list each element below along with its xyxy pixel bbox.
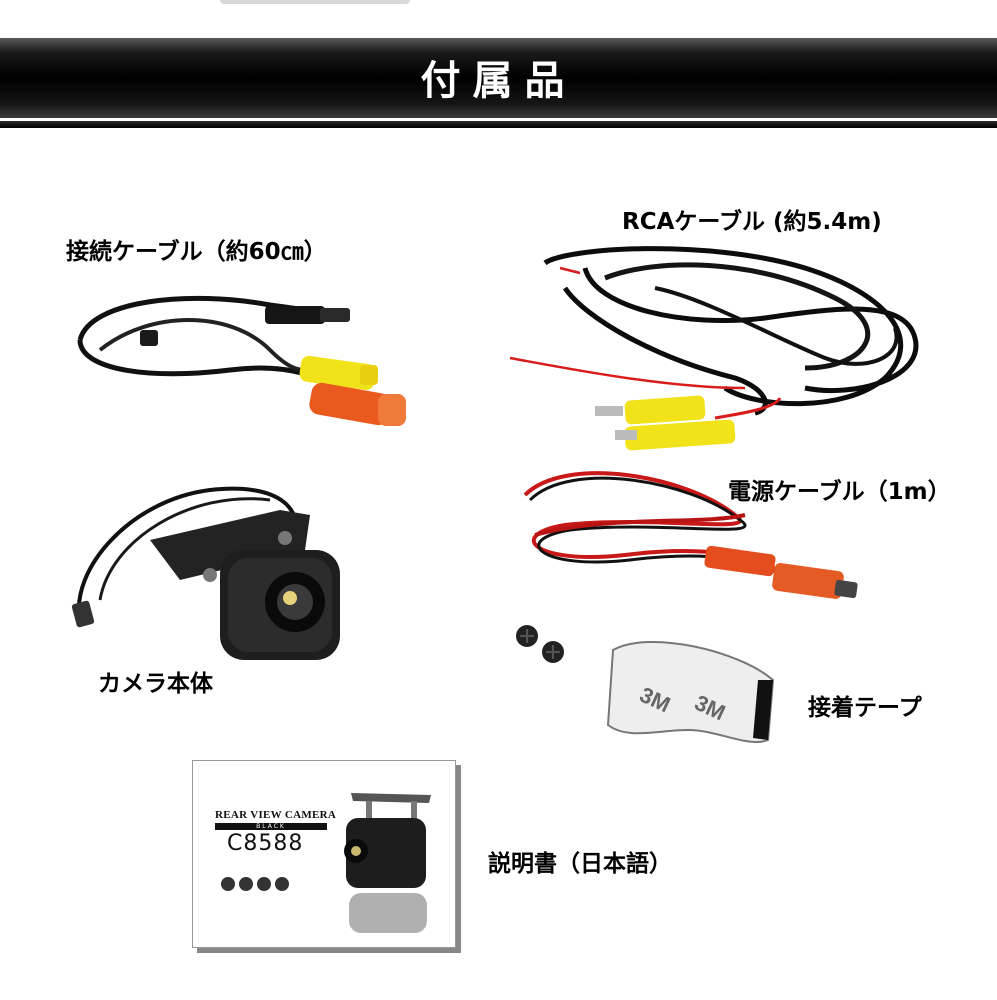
- manual-cover: REAR VIEW CAMERA BLACK C8588: [192, 760, 456, 948]
- manual-camera-image: [344, 793, 431, 933]
- manual-feature-icons: [221, 877, 289, 891]
- manual-label: 説明書（日本語）: [488, 851, 672, 877]
- header-banner: [0, 38, 997, 118]
- manual-title: REAR VIEW CAMERA: [215, 809, 337, 821]
- rca-cable-image: [509, 246, 919, 451]
- connection-cable-image: [77, 295, 406, 426]
- top-strip: [0, 0, 997, 14]
- power-cable-label: 電源ケーブル（1m）: [728, 479, 951, 505]
- screws-image: [516, 625, 564, 663]
- adhesive-tape-image: 3M 3M: [606, 640, 775, 744]
- top-edge-fragment: [220, 0, 410, 4]
- camera-body-label: カメラ本体: [98, 671, 213, 697]
- header-underline: [0, 121, 997, 128]
- page-title: 付属品: [420, 58, 577, 104]
- adhesive-tape-label: 接着テープ: [808, 695, 922, 721]
- manual-model: C8588: [227, 831, 304, 856]
- manual-subtitle: BLACK: [215, 823, 327, 830]
- connection-cable-label: 接続ケーブル（約60㎝）: [66, 239, 327, 265]
- camera-body-image: [71, 486, 340, 660]
- rca-cable-label: RCAケーブル (約5.4m): [622, 209, 882, 235]
- power-cable-image: [523, 471, 858, 599]
